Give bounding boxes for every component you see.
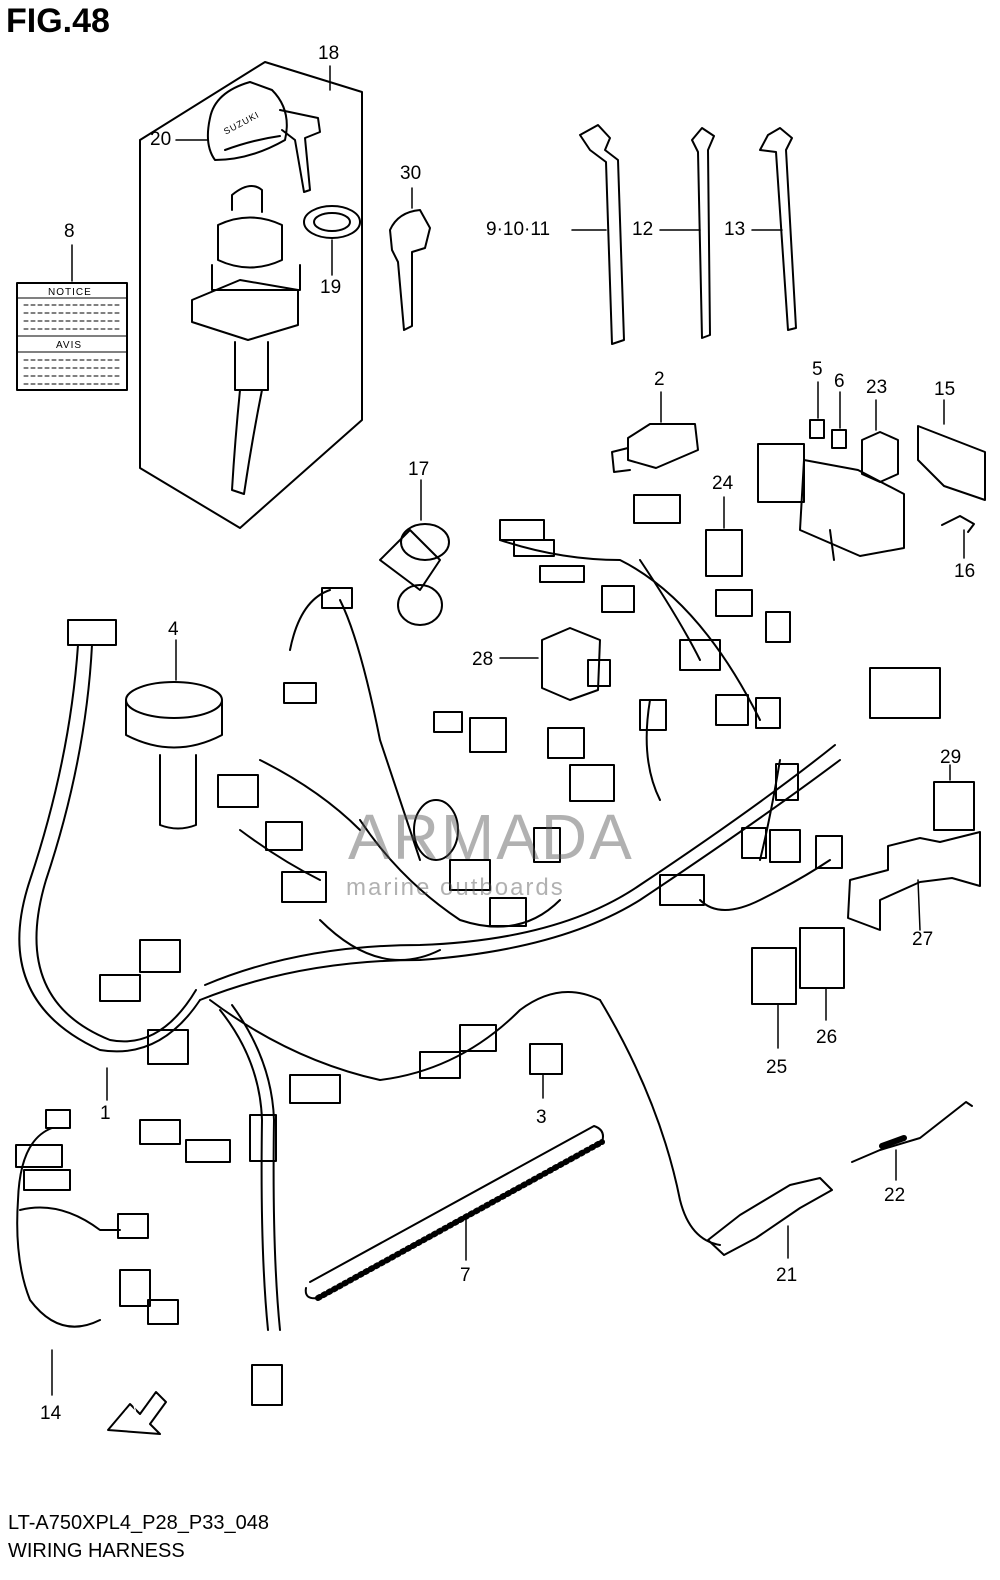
callout-12: 12	[632, 219, 654, 240]
callout-14: 14	[40, 1403, 62, 1424]
relay-28	[499, 627, 611, 701]
callout-19: 19	[320, 277, 342, 298]
fuse-5	[809, 381, 825, 439]
cable-tie-mount	[751, 127, 797, 331]
callout-2: 2	[654, 369, 665, 390]
plate-27	[847, 831, 981, 931]
ignition-switch-group-box	[139, 61, 363, 529]
cable-tie-small	[659, 127, 715, 339]
diagram-title: WIRING HARNESS	[8, 1540, 185, 1562]
cap-3	[529, 1043, 563, 1099]
callout-5: 5	[812, 359, 823, 380]
model-code: LT-A750XPL4_P28_P33_048	[8, 1512, 269, 1534]
watermark-tagline: marine outboards	[346, 874, 565, 901]
key-cap	[175, 81, 321, 193]
callout-24: 24	[712, 473, 734, 494]
callout-8: 8	[64, 221, 75, 242]
watermark-brand: ARMADA	[348, 801, 634, 873]
main-wiring-harness	[18, 539, 841, 1331]
callout-27: 27	[912, 929, 934, 950]
coupler-24	[705, 496, 743, 577]
ignition-switch	[191, 185, 301, 495]
harness-branch-connectors	[185, 539, 585, 1163]
figure-label: FIG.48	[6, 2, 110, 40]
lock-ring	[303, 205, 361, 276]
notice-label	[16, 244, 128, 391]
callout-29: 29	[940, 747, 962, 768]
power-socket	[379, 479, 450, 626]
spring-hook	[851, 1101, 973, 1181]
callout-9-10-11: 9·10·11	[486, 219, 551, 240]
fwd-arrow-icon	[107, 1391, 167, 1435]
callout-18: 18	[318, 43, 340, 64]
callout-21: 21	[776, 1265, 798, 1286]
callout-6: 6	[834, 371, 845, 392]
relay	[861, 399, 899, 483]
callout-4: 4	[168, 619, 179, 640]
callout-16: 16	[954, 561, 976, 582]
label-avis-text: AVIS	[56, 340, 83, 351]
fuse-box	[757, 443, 905, 561]
sub-harness	[15, 1109, 179, 1396]
callout-20: 20	[150, 129, 172, 150]
callout-3: 3	[536, 1107, 547, 1128]
label-notice-text: NOTICE	[48, 287, 92, 298]
coupler-25	[751, 947, 797, 1049]
callout-17: 17	[408, 459, 430, 480]
fuse-6	[831, 391, 847, 449]
callout-22: 22	[884, 1185, 906, 1206]
callout-25: 25	[766, 1057, 788, 1078]
callout-26: 26	[816, 1027, 838, 1048]
callout-7: 7	[460, 1265, 471, 1286]
coupler-26	[799, 927, 845, 1021]
spare-key	[389, 187, 431, 331]
callout-1: 1	[100, 1103, 111, 1124]
corrugated-tube	[304, 1125, 605, 1301]
callout-23: 23	[866, 377, 888, 398]
callout-30: 30	[400, 163, 422, 184]
callout-15: 15	[934, 379, 956, 400]
harness-connectors	[99, 494, 941, 1406]
coupler-29	[933, 764, 975, 831]
rubber-boot	[125, 639, 223, 830]
oxygen-sensor	[707, 1177, 833, 1259]
clamp	[941, 515, 975, 559]
connector-boot	[611, 391, 699, 473]
callout-13: 13	[724, 219, 746, 240]
cable-tie-large	[571, 124, 625, 345]
callout-28: 28	[472, 649, 494, 670]
bracket	[917, 399, 986, 501]
